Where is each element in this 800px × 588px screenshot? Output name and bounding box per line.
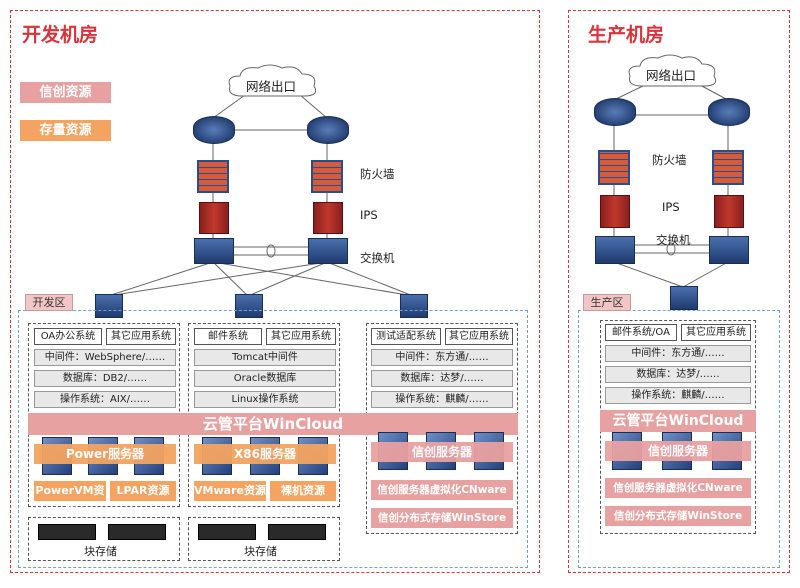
switch-icon xyxy=(235,294,263,318)
middleware-row: 中间件：东方通/…… xyxy=(371,349,513,366)
switch-icon xyxy=(670,286,698,310)
storage-disk-icon xyxy=(108,524,166,540)
storage-disk-icon xyxy=(198,524,256,540)
dev-switch-label: 交换机 xyxy=(360,251,395,265)
storage-disk-icon xyxy=(268,524,326,540)
prod-xinchuang-server-band: 信创服务器 xyxy=(605,441,751,461)
app-box: 测试适配系统 xyxy=(371,328,441,345)
legend-existing: 存量资源 xyxy=(20,120,111,141)
dev-room-title: 开发机房 xyxy=(22,24,99,46)
database-row: 数据库：达梦/…… xyxy=(605,366,751,383)
os-row: 操作系统：AIX/…… xyxy=(34,391,176,408)
router-icon xyxy=(307,116,349,144)
power-server-band: Power服务器 xyxy=(34,444,176,464)
ips-icon xyxy=(600,195,630,228)
dev-room xyxy=(10,10,540,573)
switch-icon xyxy=(194,238,234,264)
baremetal-resource: 裸机资源 xyxy=(270,481,336,501)
middleware-row: 中间件：东方通/…… xyxy=(605,345,751,362)
vmware-resource: VMware资源 xyxy=(194,481,266,501)
storage-disk-icon xyxy=(38,524,96,540)
switch-icon xyxy=(595,236,635,264)
powervm-resource: PowerVM资源 xyxy=(34,481,106,517)
dev-zone xyxy=(18,310,528,568)
os-row: 操作系统：麒麟/…… xyxy=(371,391,513,408)
prod-winstore-resource: 信创分布式存储WinStore xyxy=(605,506,751,526)
app-box: 其它应用系统 xyxy=(106,328,176,345)
switch-icon xyxy=(709,236,749,264)
prod-cnware-resource: 信创服务器虚拟化CNware xyxy=(605,478,751,498)
firewall-icon xyxy=(598,150,630,185)
app-box: 其它应用系统 xyxy=(681,324,751,341)
x86-server-band: X86服务器 xyxy=(194,444,336,464)
firewall-icon xyxy=(197,160,229,193)
prod-switch-label: 交换机 xyxy=(656,233,691,247)
router-icon xyxy=(193,116,235,144)
ips-icon xyxy=(714,195,744,228)
cnware-resource: 信创服务器虚拟化CNware xyxy=(371,480,513,500)
prod-internet-label: 网络出口 xyxy=(646,68,697,83)
os-row: 操作系统：麒麟/…… xyxy=(605,387,751,404)
app-box: OA办公系统 xyxy=(34,328,102,345)
winstore-resource: 信创分布式存储WinStore xyxy=(371,508,513,528)
dev-cloud-platform-band: 云管平台WinCloud xyxy=(28,413,518,435)
prod-zone-label: 生产区 xyxy=(583,294,631,311)
prod-firewall-label: 防火墙 xyxy=(652,153,687,167)
dev-internet-label: 网络出口 xyxy=(246,79,297,94)
switch-icon xyxy=(308,238,348,264)
database-row: Oracle数据库 xyxy=(194,370,336,387)
block-storage-1 xyxy=(28,517,180,561)
dev-ips-label: IPS xyxy=(360,208,378,222)
router-icon xyxy=(708,98,750,126)
firewall-icon xyxy=(712,150,744,185)
app-box: 邮件系统/OA xyxy=(605,324,677,341)
lpar-resource: LPAR资源 xyxy=(110,481,176,501)
ips-icon xyxy=(199,202,229,234)
block-storage-label: 块存储 xyxy=(84,545,117,558)
app-box: 其它应用系统 xyxy=(266,328,336,345)
ips-icon xyxy=(313,202,343,234)
internet-cloud-icon xyxy=(628,54,717,87)
block-storage-label: 块存储 xyxy=(244,545,277,558)
legend-xinchuang: 信创资源 xyxy=(20,82,111,103)
internet-cloud-icon xyxy=(228,64,317,97)
prod-room-title: 生产机房 xyxy=(588,24,665,46)
database-row: 数据库：达梦/…… xyxy=(371,370,513,387)
firewall-icon xyxy=(311,160,343,193)
xinchuang-server-band: 信创服务器 xyxy=(371,442,513,462)
middleware-row: Tomcat中间件 xyxy=(194,349,336,366)
router-icon xyxy=(594,98,636,126)
dev-firewall-label: 防火墙 xyxy=(360,167,395,181)
switch-icon xyxy=(95,294,123,318)
app-box: 邮件系统 xyxy=(194,328,262,345)
middleware-row: 中间件：WebSphere/…… xyxy=(34,349,176,366)
block-storage-2 xyxy=(188,517,340,561)
prod-ips-label: IPS xyxy=(662,200,680,214)
os-row: Linux操作系统 xyxy=(194,391,336,408)
app-box: 其它应用系统 xyxy=(445,328,513,345)
database-row: 数据库：DB2/…… xyxy=(34,370,176,387)
prod-cloud-platform-band: 云管平台WinCloud xyxy=(600,410,756,432)
prod-room xyxy=(568,10,790,573)
prod-zone xyxy=(578,310,780,568)
switch-icon xyxy=(400,294,428,318)
dev-zone-label: 开发区 xyxy=(25,294,73,311)
